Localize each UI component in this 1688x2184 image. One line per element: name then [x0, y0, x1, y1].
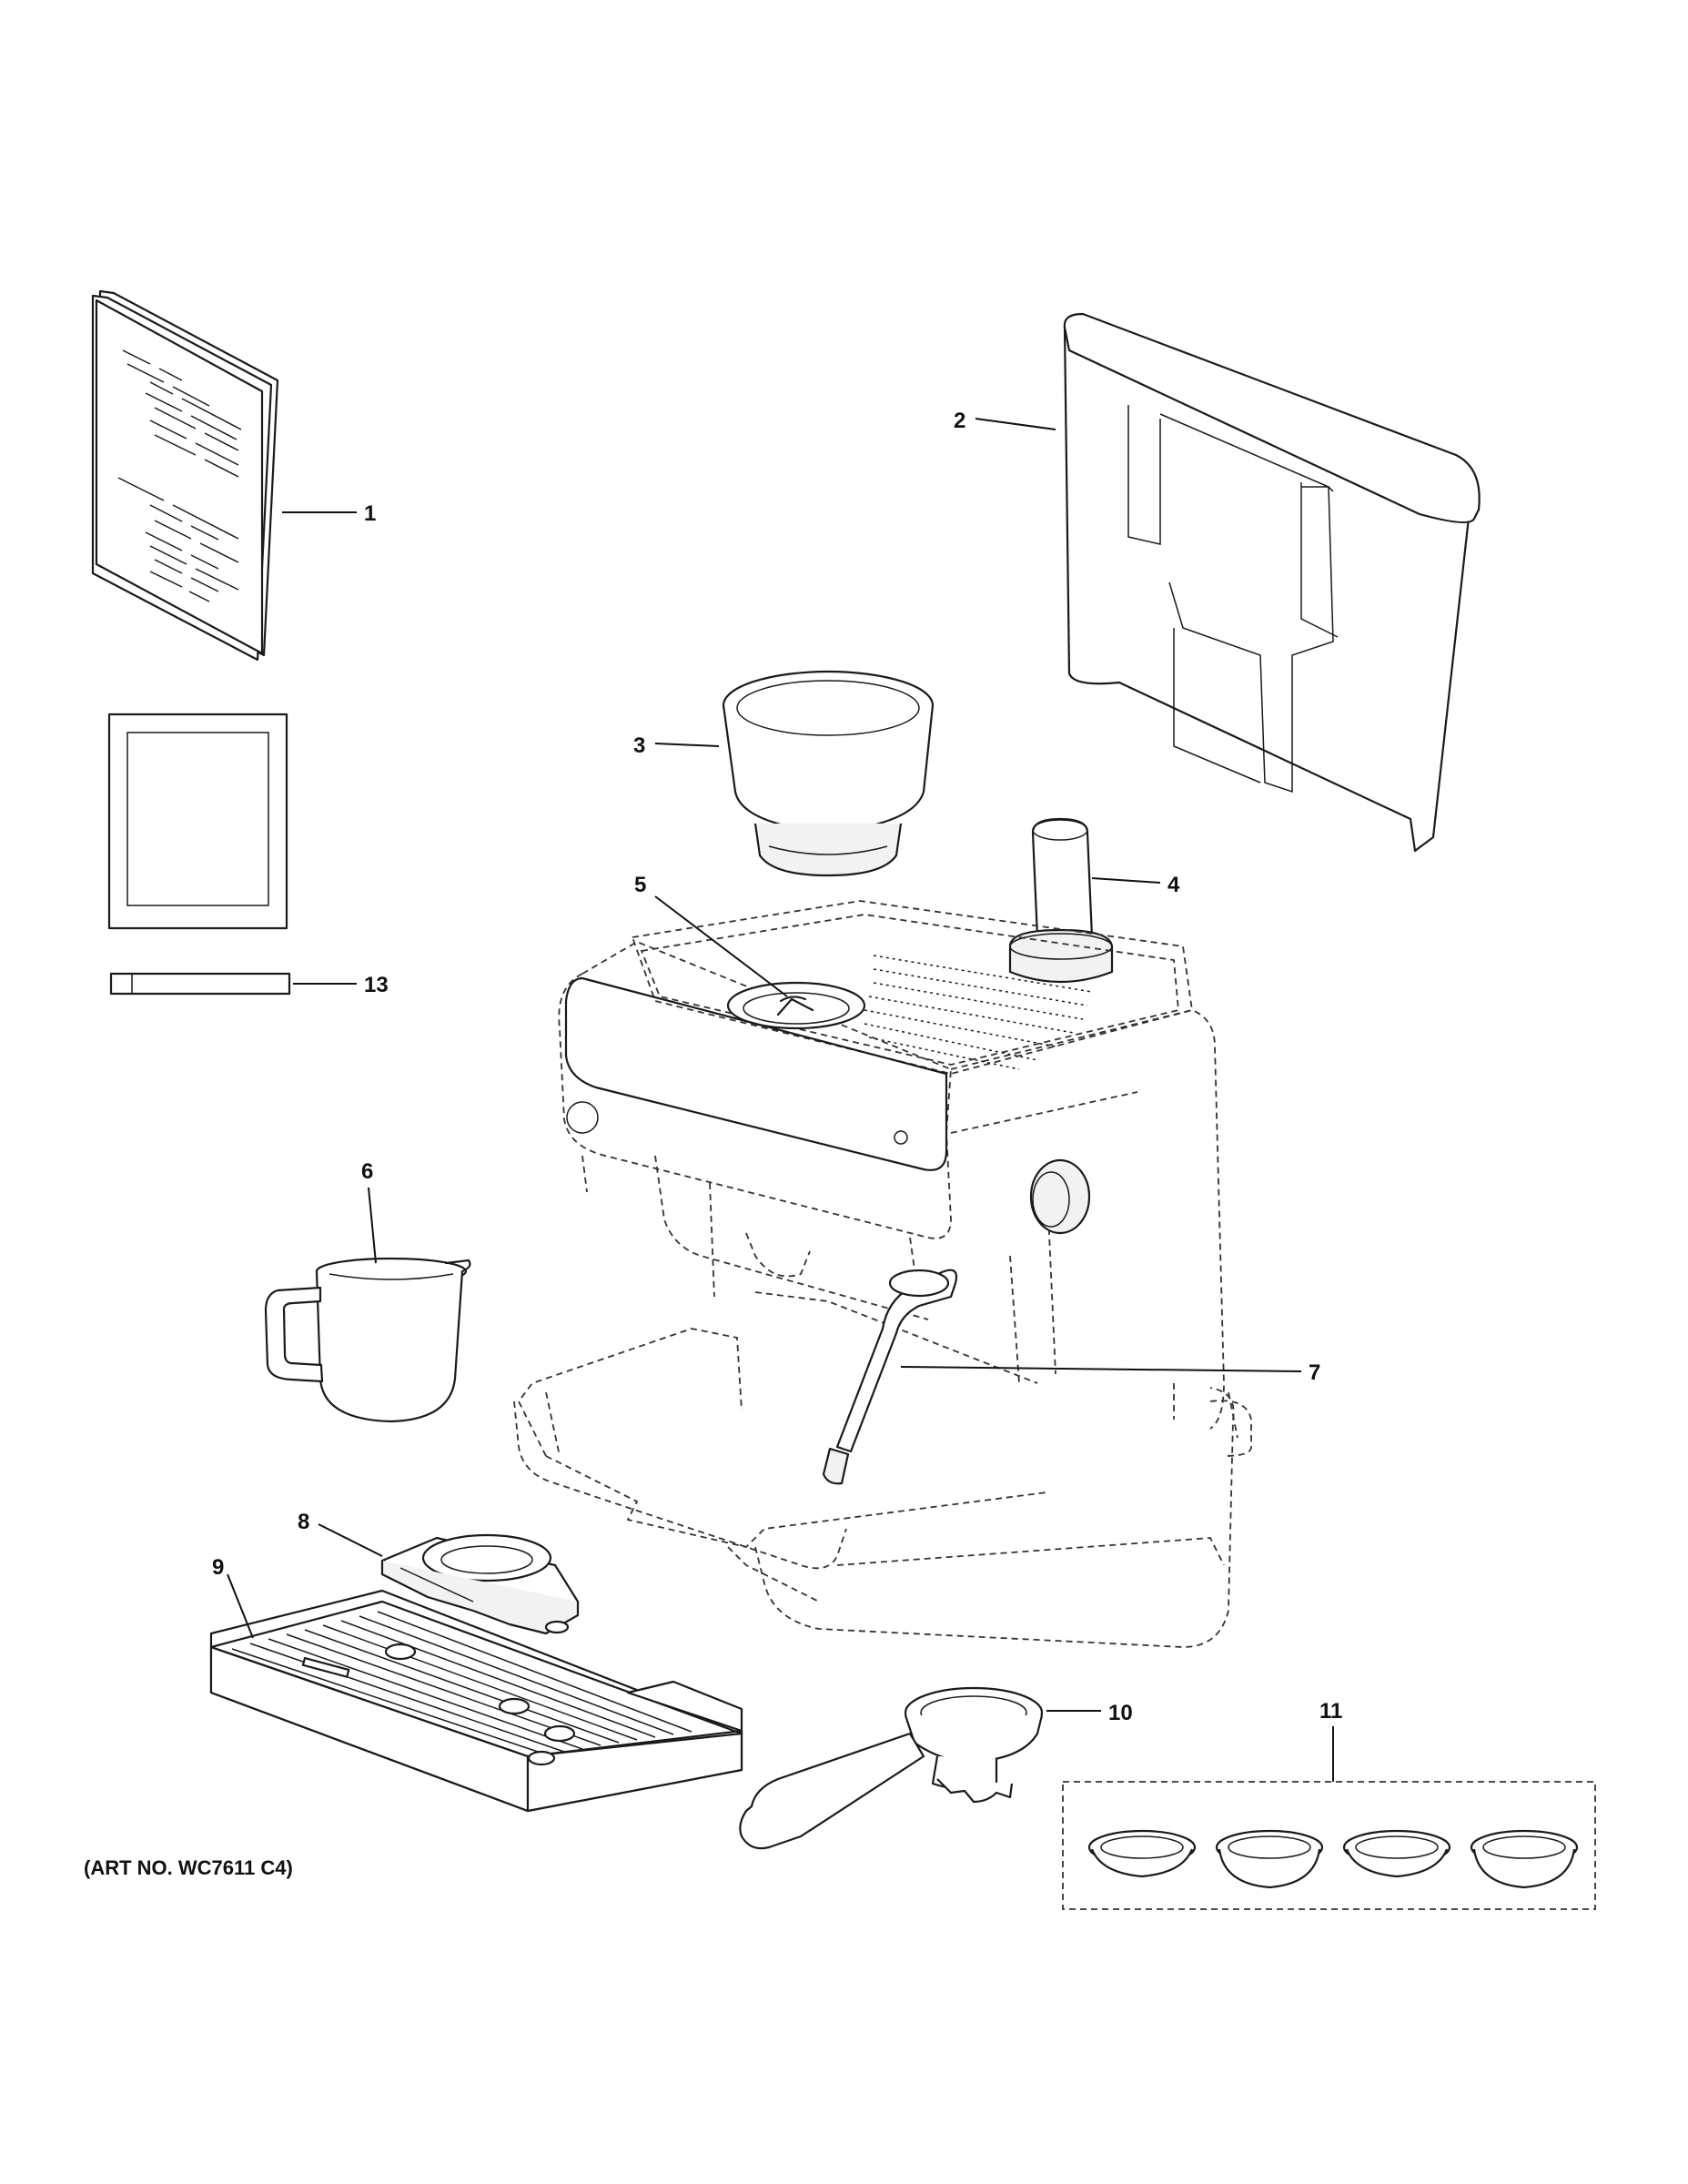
espresso-machine-body [513, 900, 1252, 1648]
callout-5: 5 [634, 873, 646, 897]
callout-1: 1 [364, 501, 376, 526]
part-13-strip [109, 972, 291, 996]
callout-8: 8 [298, 1510, 309, 1534]
filter-basket-3 [1342, 1829, 1451, 1878]
callout-6: 6 [361, 1159, 373, 1184]
part-7-steam-wand [822, 1269, 958, 1485]
part-2-water-tank [1063, 312, 1481, 853]
leader-lines [227, 418, 1334, 1782]
part-3-bean-hopper [722, 670, 935, 877]
callout-13: 13 [364, 973, 389, 997]
part-1-manual [91, 289, 279, 662]
callout-2: 2 [954, 409, 965, 433]
callout-10: 10 [1108, 1701, 1133, 1725]
callout-labels: 1 2 3 4 5 6 7 8 9 10 11 13 [212, 409, 1342, 1725]
part-4-tamper [1008, 817, 1114, 984]
callout-4: 4 [1167, 873, 1180, 897]
art-number: (ART NO. WC7611 C4) [84, 1856, 293, 1879]
part-11-filter-baskets [1062, 1781, 1596, 1910]
filter-basket-4 [1470, 1829, 1579, 1889]
filter-basket-2 [1215, 1829, 1324, 1889]
callout-9: 9 [212, 1555, 224, 1580]
part-10-portafilter [739, 1686, 1044, 1850]
callout-3: 3 [633, 733, 645, 758]
part-6-milk-pitcher [264, 1257, 471, 1423]
callout-7: 7 [1309, 1360, 1320, 1385]
part-5-burr [779, 996, 807, 1003]
filter-basket-1 [1087, 1829, 1197, 1878]
card-part [107, 713, 288, 930]
part-8-dosing-tool [380, 1533, 580, 1635]
callout-11: 11 [1319, 1699, 1342, 1724]
part-9-drip-tray [209, 1589, 743, 1813]
